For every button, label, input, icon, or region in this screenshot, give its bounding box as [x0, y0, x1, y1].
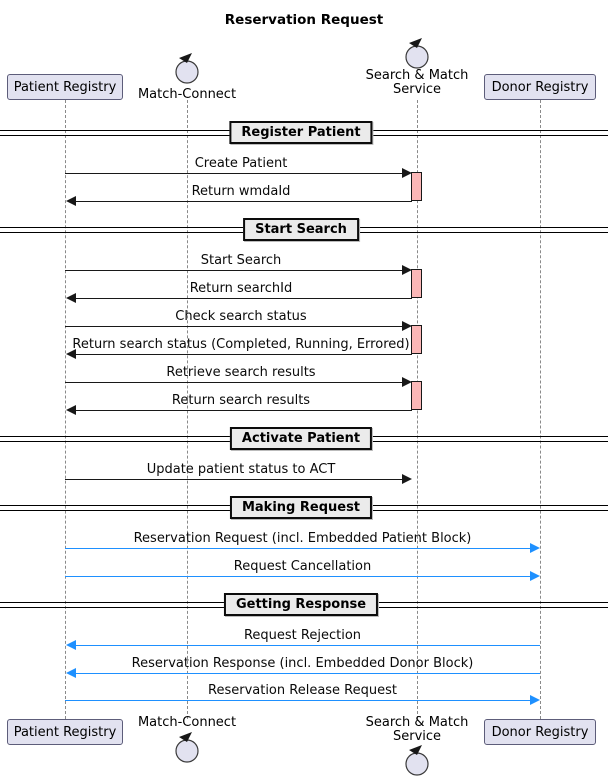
- activation-bar: [411, 381, 422, 410]
- activation-bar: [411, 172, 422, 201]
- participant-match-connect-bottom: Match-Connect: [127, 716, 247, 730]
- divider-start-search: Start Search: [243, 218, 359, 241]
- message-label: Reservation Release Request: [208, 683, 397, 698]
- participant-label: Patient Registry: [13, 79, 117, 95]
- message-label: Check search status: [175, 309, 307, 324]
- message-label: Return search results: [171, 393, 311, 408]
- message-line: [65, 270, 403, 271]
- participant-label: Donor Registry: [491, 79, 589, 95]
- arrowhead-right-icon: [402, 265, 412, 275]
- message-line: [76, 645, 540, 646]
- message-line: [76, 354, 412, 355]
- lifeline-donor-registry: [540, 100, 541, 719]
- message-label: Reservation Request (incl. Embedded Pati…: [133, 531, 472, 546]
- message-label: Return search status (Completed, Running…: [72, 337, 410, 352]
- control-icon: [405, 745, 429, 776]
- message-label: Request Rejection: [243, 628, 362, 643]
- message-line: [65, 479, 403, 480]
- arrowhead-left-icon: [66, 640, 76, 650]
- message-line: [76, 673, 540, 674]
- arrowhead-right-icon: [402, 321, 412, 331]
- arrowhead-left-icon: [66, 405, 76, 415]
- message-line: [76, 201, 412, 202]
- participant-match-connect-top: Match-Connect: [127, 88, 247, 102]
- divider-getting-response: Getting Response: [223, 593, 379, 616]
- divider-activate-patient: Activate Patient: [229, 427, 373, 450]
- participant-donor-registry-top: Donor Registry: [484, 74, 596, 100]
- participant-search-match-top: Search & Match Service: [357, 69, 477, 97]
- participant-label: Service: [392, 82, 442, 97]
- participant-label: Search & Match: [365, 68, 469, 83]
- participant-label: Patient Registry: [13, 724, 117, 740]
- message-label: Return searchId: [189, 281, 293, 296]
- lifeline-match-connect: [187, 100, 188, 719]
- participant-label: Service: [392, 729, 442, 744]
- message-line: [76, 298, 412, 299]
- divider-register-patient: Register Patient: [229, 121, 373, 144]
- message-line: [65, 700, 531, 701]
- control-icon: [175, 53, 199, 84]
- participant-patient-registry-bottom: Patient Registry: [7, 719, 123, 745]
- message-label: Return wmdaId: [191, 184, 291, 199]
- participant-donor-registry-bottom: Donor Registry: [484, 719, 596, 745]
- control-icon: [175, 732, 199, 763]
- arrowhead-left-icon: [66, 196, 76, 206]
- control-icon: [405, 38, 429, 69]
- participant-search-match-bottom: Search & Match Service: [357, 716, 477, 744]
- lifeline-patient-registry: [65, 100, 66, 719]
- message-label: Reservation Response (incl. Embedded Don…: [131, 656, 474, 671]
- message-line: [65, 548, 531, 549]
- participant-patient-registry-top: Patient Registry: [7, 74, 123, 100]
- message-label: Retrieve search results: [166, 365, 316, 380]
- arrowhead-right-icon: [402, 474, 412, 484]
- message-line: [65, 382, 403, 383]
- participant-label: Match-Connect: [137, 715, 237, 730]
- message-label: Start Search: [200, 253, 282, 268]
- message-label: Create Patient: [194, 156, 288, 171]
- diagram-title: Reservation Request: [224, 12, 384, 28]
- arrowhead-right-icon: [530, 543, 540, 553]
- arrowhead-right-icon: [530, 571, 540, 581]
- arrowhead-right-icon: [402, 377, 412, 387]
- message-line: [65, 173, 403, 174]
- participant-label: Search & Match: [365, 715, 469, 730]
- arrowhead-left-icon: [66, 349, 76, 359]
- arrowhead-right-icon: [402, 168, 412, 178]
- divider-making-request: Making Request: [229, 496, 373, 519]
- arrowhead-left-icon: [66, 668, 76, 678]
- activation-bar: [411, 325, 422, 354]
- message-line: [65, 576, 531, 577]
- activation-bar: [411, 269, 422, 298]
- arrowhead-right-icon: [530, 695, 540, 705]
- message-line: [76, 410, 412, 411]
- participant-label: Donor Registry: [491, 724, 589, 740]
- arrowhead-left-icon: [66, 293, 76, 303]
- message-label: Request Cancellation: [233, 559, 372, 574]
- message-label: Update patient status to ACT: [146, 462, 336, 477]
- message-line: [65, 326, 403, 327]
- participant-label: Match-Connect: [137, 87, 237, 102]
